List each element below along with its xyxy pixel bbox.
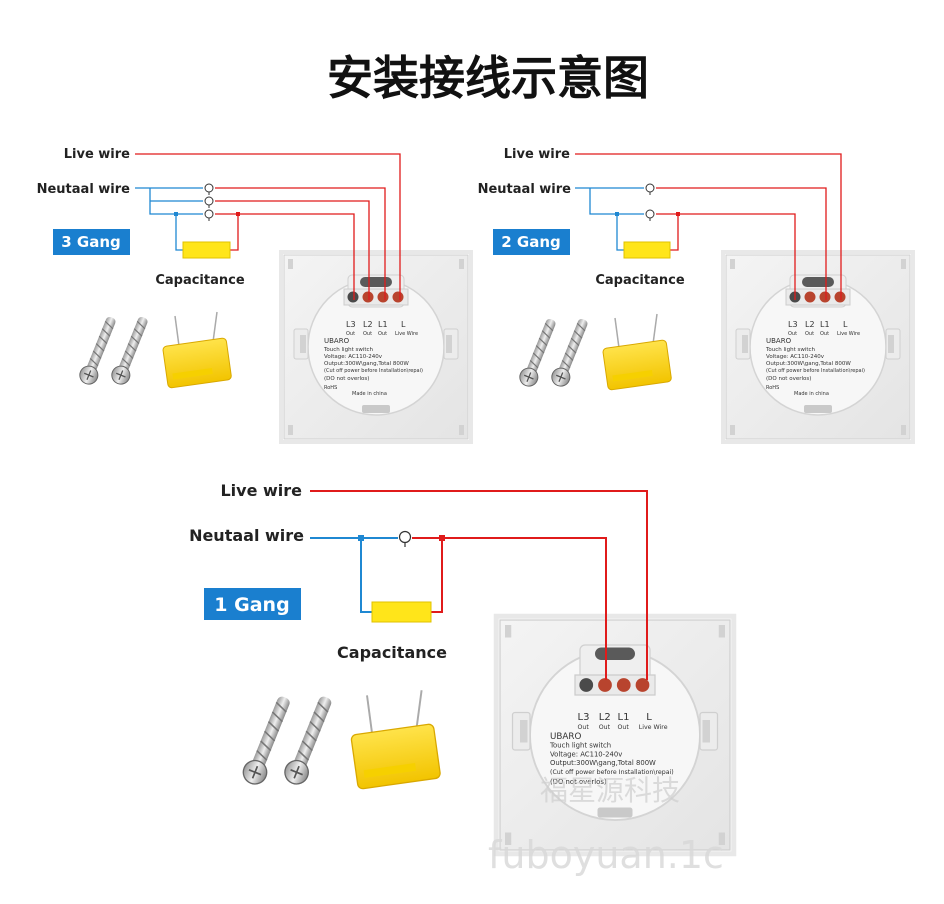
- watermark-en: fuboyuan.1c: [488, 833, 724, 877]
- panel-text-line4: (Cut off power before Installation\repai…: [766, 368, 865, 374]
- one-gang-diagram: L3 L2 L1 L Out Out Out Live Wire UBARO T…: [189, 481, 734, 854]
- terminal-l2-label: L2: [363, 320, 373, 329]
- panel-text-line4: (Cut off power before Installation\repai…: [550, 769, 674, 776]
- terminal-live-wire-label: Live Wire: [395, 331, 418, 337]
- three-gang-wiring: [135, 153, 401, 300]
- terminal-out-label: Out: [378, 331, 387, 337]
- panel-text-line5: (DO not overlos): [550, 778, 607, 786]
- bulb-icon: [398, 530, 412, 547]
- terminal-l2-label: L2: [599, 712, 611, 723]
- panel-text-line5: (DO not overlos): [324, 376, 369, 382]
- screw-and-capacitor-hardware: [76, 311, 233, 389]
- neutral-wire-label: Neutaal wire: [189, 526, 304, 545]
- terminal-out-label: Out: [363, 331, 372, 337]
- screw-and-capacitor-hardware: [238, 689, 442, 791]
- panel-text-line5: (DO not overlos): [766, 376, 811, 382]
- capacitance-label: Capacitance: [337, 643, 447, 662]
- gang-badge-1: 1 Gang: [204, 588, 301, 620]
- bulb-icon: [204, 209, 214, 221]
- terminal-l3-label: L3: [346, 320, 356, 329]
- terminal-l1-label: L1: [378, 320, 388, 329]
- terminal-out-label: Out: [820, 331, 829, 337]
- capacitance-label: Capacitance: [155, 273, 245, 288]
- panel-text-line3: Output:300W\gang,Total 800W: [766, 361, 851, 367]
- panel-text-line2: Voltage: AC110-240v: [550, 750, 622, 758]
- three-gang-switch-panel: L3 L2 L1 L Out Out Out Live Wire UBARO T…: [279, 250, 473, 444]
- terminal-out-label: Out: [346, 331, 355, 337]
- watermark-cn: 福星源科技: [540, 774, 680, 807]
- panel-text-line1: Touch light switch: [323, 347, 374, 353]
- panel-brand: UBARO: [550, 732, 581, 742]
- terminal-live-wire-label: Live Wire: [837, 331, 860, 337]
- capacitor-symbol: [371, 601, 432, 623]
- diagram-title: 安装接线示意图: [327, 51, 649, 105]
- bulb-icon: [204, 196, 214, 208]
- terminal-live-wire-label: Live Wire: [639, 724, 668, 731]
- live-wire-label: Live wire: [220, 481, 302, 500]
- capacitance-label: Capacitance: [595, 273, 685, 288]
- gang-badge-1-label: 1 Gang: [214, 594, 289, 616]
- terminal-l1-label: L1: [820, 320, 830, 329]
- terminal-out-label: Out: [788, 331, 797, 337]
- two-gang-switch-panel: L3 L2 L1 L Out Out Out Live Wire UBARO T…: [721, 250, 915, 444]
- panel-brand: UBARO: [766, 337, 792, 345]
- panel-text-line3: Output:300W\gang,Total 800W: [550, 759, 656, 767]
- terminal-l3-label: L3: [578, 712, 590, 723]
- panel-text-line1: Touch light switch: [765, 347, 816, 353]
- panel-text-line4: (Cut off power before Installation\repai…: [324, 368, 423, 374]
- rohs-mark: RoHS: [324, 385, 337, 391]
- neutral-wire-label: Neutaal wire: [478, 182, 572, 197]
- screw-and-capacitor-hardware: [516, 313, 673, 391]
- gang-badge-3-label: 3 Gang: [61, 233, 121, 251]
- gang-badge-3: 3 Gang: [53, 229, 130, 255]
- terminal-l2-label: L2: [805, 320, 815, 329]
- gang-badge-2: 2 Gang: [493, 229, 570, 255]
- bulb-icon: [204, 183, 214, 195]
- panel-brand: UBARO: [324, 337, 350, 345]
- panel-text-line3: Output:300W\gang,Total 800W: [324, 361, 409, 367]
- bulb-icon: [645, 209, 655, 221]
- rohs-mark: RoHS: [766, 385, 779, 391]
- terminal-l1-label: L1: [618, 712, 630, 723]
- terminal-l-label: L: [843, 320, 848, 329]
- panel-text-line2: Voltage: AC110-240v: [324, 354, 383, 360]
- one-gang-switch-panel: L3 L2 L1 L Out Out Out Live Wire UBARO T…: [496, 616, 734, 854]
- terminal-l-label: L: [646, 712, 652, 723]
- terminal-l3-label: L3: [788, 320, 798, 329]
- gang-badge-2-label: 2 Gang: [501, 233, 561, 251]
- panel-text-line2: Voltage: AC110-240v: [766, 354, 825, 360]
- terminal-l-label: L: [401, 320, 406, 329]
- terminal-out-label: Out: [599, 724, 611, 731]
- terminal-out-label: Out: [618, 724, 630, 731]
- one-gang-wiring: [310, 490, 648, 680]
- live-wire-label: Live wire: [504, 147, 570, 162]
- terminal-out-label: Out: [805, 331, 814, 337]
- two-gang-diagram: L3 L2 L1 L Out Out Out Live Wire UBARO T…: [478, 147, 915, 444]
- live-wire-label: Live wire: [64, 147, 130, 162]
- made-in-label: Made in china: [794, 391, 829, 397]
- terminal-out-label: Out: [578, 724, 590, 731]
- made-in-label: Made in china: [352, 391, 387, 397]
- capacitor-symbol: [623, 241, 671, 259]
- neutral-wire-label: Neutaal wire: [37, 182, 131, 197]
- capacitor-symbol: [182, 241, 231, 259]
- two-gang-wiring: [575, 153, 842, 300]
- bulb-icon: [645, 183, 655, 195]
- panel-text-line1: Touch light switch: [549, 742, 611, 750]
- three-gang-diagram: L3 L2 L1 L Out Out Out Live Wire UBARO T…: [37, 147, 473, 444]
